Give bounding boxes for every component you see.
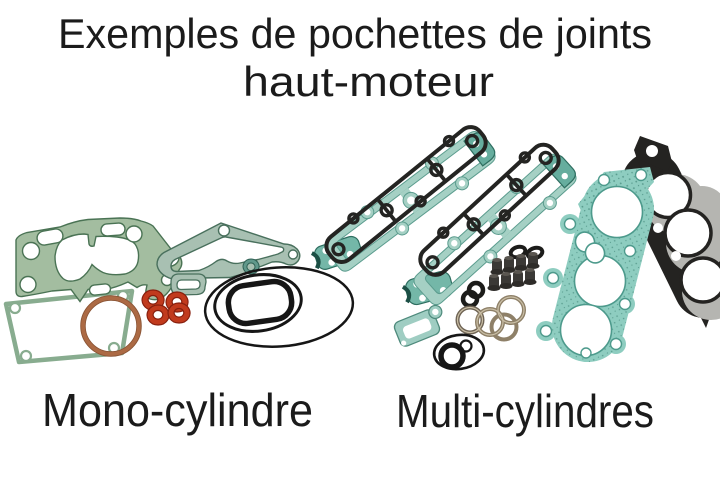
svg-text:Mono-cylindre: Mono-cylindre [42,384,313,436]
svg-text:haut-moteur: haut-moteur [243,58,494,105]
svg-text:Multi-cylindres: Multi-cylindres [396,385,654,437]
svg-text:Exemples de pochettes de joint: Exemples de pochettes de joints [58,10,652,57]
